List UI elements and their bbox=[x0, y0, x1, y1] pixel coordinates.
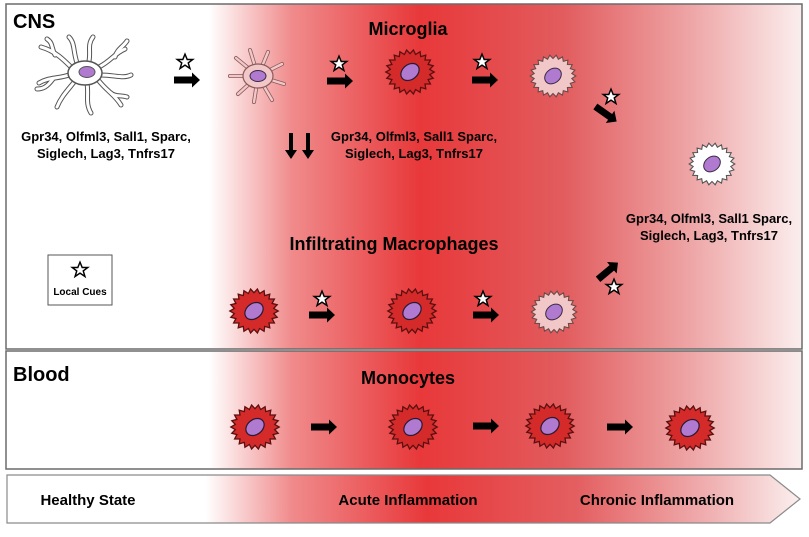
nucleus-icon bbox=[680, 418, 700, 438]
chronic-microglia-cell bbox=[688, 142, 736, 186]
chronic-genes-line2: Siglech, Lag3, Tnfrs17 bbox=[640, 228, 778, 243]
nucleus-icon bbox=[545, 303, 563, 321]
stage-acute: Acute Inflammation bbox=[338, 492, 477, 509]
nucleus-icon bbox=[540, 416, 560, 436]
microglia-label: Microglia bbox=[368, 19, 448, 39]
cns-label: CNS bbox=[13, 11, 55, 33]
nucleus-icon bbox=[544, 67, 562, 85]
legend-label: Local Cues bbox=[53, 287, 107, 298]
stage-healthy: Healthy State bbox=[40, 492, 135, 509]
monocytes-label: Monocytes bbox=[361, 368, 455, 388]
monocyte-cell bbox=[229, 403, 281, 451]
infiltrating-macrophage-cell bbox=[228, 287, 280, 335]
acute-genes-line1: Gpr34, Olfml3, Sall1 Sparc, bbox=[331, 129, 497, 144]
blood-label: Blood bbox=[13, 364, 70, 386]
infiltrating-macrophage-cell bbox=[386, 287, 438, 335]
healthy-genes-line1: Gpr34, Olfml3, Sall1, Sparc, bbox=[21, 129, 191, 144]
healthy-genes-line2: Siglech, Lag3, Tnfrs17 bbox=[37, 146, 175, 161]
reactive-microglia-cell bbox=[384, 48, 436, 96]
infiltrating-macrophage-cell bbox=[530, 290, 578, 334]
nucleus-icon bbox=[400, 62, 420, 82]
infiltrating-macrophages-label: Infiltrating Macrophages bbox=[289, 234, 498, 254]
downregulation-arrows-icon bbox=[285, 133, 314, 159]
monocyte-cell bbox=[524, 402, 576, 450]
activated-microglia-cell bbox=[228, 48, 286, 104]
nucleus-icon bbox=[402, 301, 422, 321]
stage-bar bbox=[6, 474, 801, 524]
stage-chronic: Chronic Inflammation bbox=[580, 492, 734, 509]
local-cues-legend: Local Cues bbox=[47, 254, 113, 306]
nucleus-icon bbox=[703, 155, 721, 173]
nucleus-icon bbox=[249, 70, 267, 82]
nucleus-icon bbox=[403, 417, 423, 437]
resolving-microglia-cell bbox=[529, 54, 577, 98]
nucleus-icon bbox=[244, 301, 264, 321]
nucleus-icon bbox=[245, 417, 265, 437]
monocyte-cell bbox=[664, 404, 716, 452]
nucleus-icon bbox=[78, 66, 96, 78]
chronic-genes-line1: Gpr34, Olfml3, Sall1 Sparc, bbox=[626, 211, 792, 226]
monocyte-cell bbox=[387, 403, 439, 451]
acute-genes-line2: Siglech, Lag3, Tnfrs17 bbox=[345, 146, 483, 161]
cells-layer bbox=[228, 48, 736, 452]
ramified-microglia-cell bbox=[34, 34, 134, 116]
